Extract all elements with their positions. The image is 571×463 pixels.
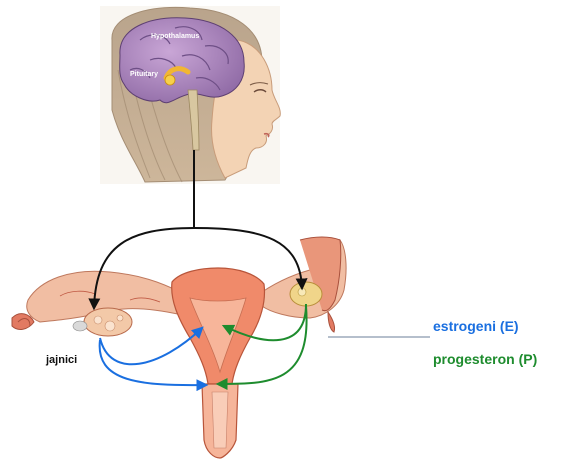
- pituitary-label: Pituitary: [130, 71, 158, 78]
- hypothalamus-label: Hypothalamus: [151, 33, 199, 40]
- progesterone-label: progesteron (P): [433, 351, 537, 367]
- ovaries-label: jajnici: [46, 354, 77, 366]
- estrogen-arrow-to-cervix: [100, 340, 206, 385]
- estrogen-label: estrogeni (E): [433, 318, 519, 334]
